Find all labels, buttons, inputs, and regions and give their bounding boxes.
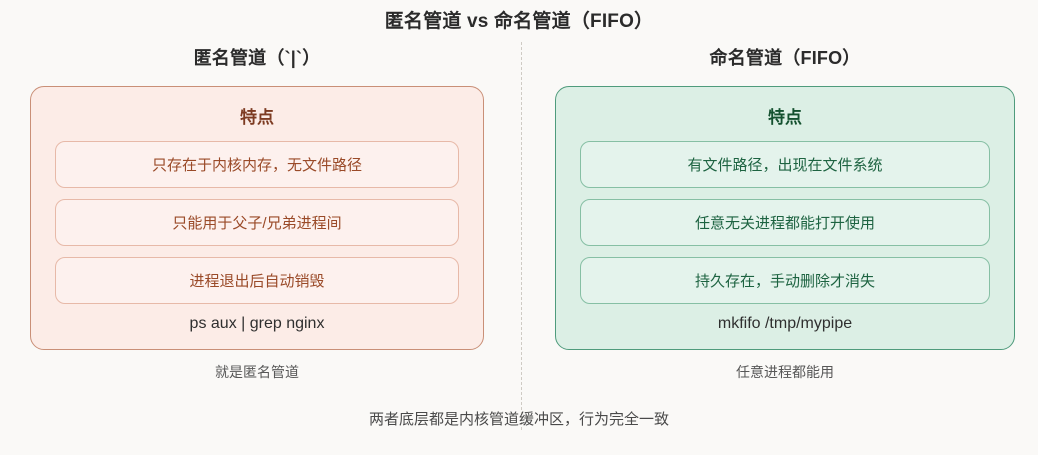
column-title-named-pipe: 命名管道（FIFO） [709, 48, 861, 68]
card-heading-anonymous-pipe: 特点 [240, 108, 274, 127]
command-example-anonymous-pipe: ps aux | grep nginx [189, 315, 325, 332]
column-title-anonymous-pipe: 匿名管道（`|`） [193, 48, 321, 68]
feature-pill: 进程退出后自动销毁 [55, 257, 459, 304]
command-example-named-pipe: mkfifo /tmp/mypipe [717, 315, 853, 332]
caption-named-pipe: 任意进程都能用 [736, 364, 834, 380]
page-title: 匿名管道 vs 命名管道（FIFO） [384, 11, 654, 32]
card-heading-named-pipe: 特点 [768, 108, 802, 127]
footer-note: 两者底层都是内核管道缓冲区，行为完全一致 [368, 411, 669, 428]
column-divider [521, 42, 522, 430]
feature-pill: 任意无关进程都能打开使用 [580, 199, 990, 246]
feature-pill: 持久存在，手动删除才消失 [580, 257, 990, 304]
card-named-pipe: 特点 有文件路径，出现在文件系统 任意无关进程都能打开使用 持久存在，手动删除才… [555, 86, 1015, 350]
feature-pill: 只存在于内核内存，无文件路径 [55, 141, 459, 188]
caption-anonymous-pipe: 就是匿名管道 [215, 364, 299, 380]
column-anonymous-pipe: 匿名管道（`|`） 特点 只存在于内核内存，无文件路径 只能用于父子/兄弟进程间… [30, 44, 484, 382]
feature-pill: 有文件路径，出现在文件系统 [580, 141, 990, 188]
column-named-pipe: 命名管道（FIFO） 特点 有文件路径，出现在文件系统 任意无关进程都能打开使用… [555, 44, 1015, 382]
card-anonymous-pipe: 特点 只存在于内核内存，无文件路径 只能用于父子/兄弟进程间 进程退出后自动销毁… [30, 86, 484, 350]
feature-pill: 只能用于父子/兄弟进程间 [55, 199, 459, 246]
